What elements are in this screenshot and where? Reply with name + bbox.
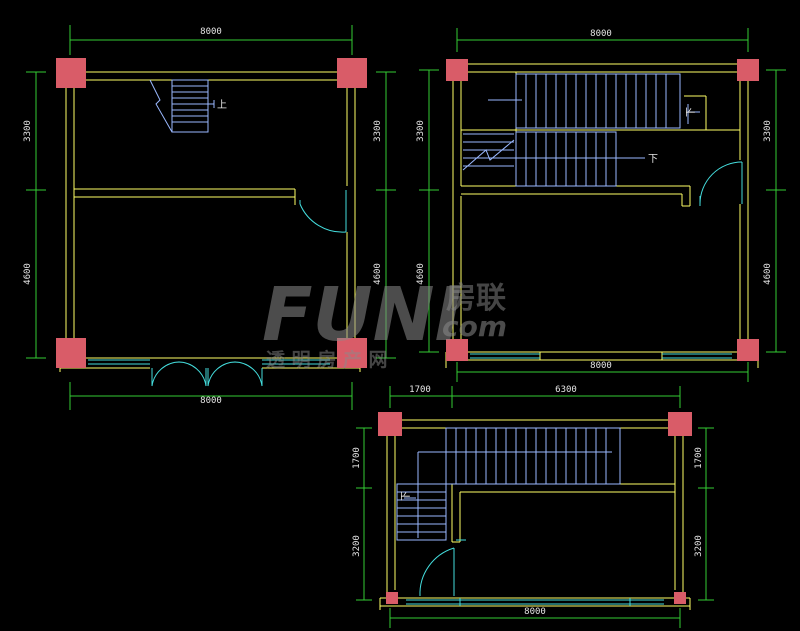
column <box>386 592 398 604</box>
watermark-cn-brand: 房联 <box>446 281 506 316</box>
plan-right-stair-label-down-2: 下 <box>686 107 697 117</box>
plan-bottom: 1700 6300 8000 1700 3200 1700 3200 <box>352 385 714 628</box>
column <box>674 592 686 604</box>
watermark-domain: com <box>442 310 507 343</box>
plan-bottom-dim-left-upper: 1700 <box>352 447 362 469</box>
plan-left-doors <box>151 190 347 387</box>
column <box>446 59 468 81</box>
plan-left-windows <box>88 359 330 365</box>
plan-right-dim-left-lower: 4600 <box>416 263 426 285</box>
watermark-brand: FUNI <box>262 272 462 358</box>
plan-right-doors <box>699 161 743 206</box>
plan-right-windows <box>470 353 732 359</box>
plan-right-dim-right-lower: 4600 <box>763 263 773 285</box>
column <box>337 58 367 88</box>
plan-left-dim-left-lower: 4600 <box>23 263 33 285</box>
plan-right-dim-bottom: 8000 <box>590 361 612 371</box>
plan-left-dim-top: 8000 <box>200 27 222 37</box>
watermark: FUNI 房联 com 透 明 房 产 网 <box>262 272 507 371</box>
plan-left-columns <box>56 58 367 368</box>
plan-left-stair-label: 上 <box>217 99 227 111</box>
plan-right-walls <box>445 63 759 368</box>
plan-left-dim-right-lower: 4600 <box>373 263 383 285</box>
plan-bottom-dim-right-lower: 3200 <box>694 535 704 557</box>
plan-bottom-dim-top-right: 6300 <box>555 385 577 395</box>
column <box>446 339 468 361</box>
column <box>337 338 367 368</box>
plan-right-stair <box>462 73 700 187</box>
column <box>56 58 86 88</box>
plan-right-stair-label-down: 下 <box>648 154 658 165</box>
column <box>668 412 692 436</box>
plan-bottom-dim-top-left: 1700 <box>409 385 431 395</box>
plan-bottom-dimensions <box>356 386 714 628</box>
column <box>737 339 759 361</box>
plan-right-dimensions <box>419 28 786 382</box>
plan-right-dim-left-upper: 3300 <box>416 120 426 142</box>
plan-left-dim-bottom: 8000 <box>200 396 222 406</box>
plan-bottom-dim-right-upper: 1700 <box>694 447 704 469</box>
plan-bottom-columns <box>378 412 692 604</box>
watermark-tagline: 透 明 房 产 网 <box>266 348 387 371</box>
column <box>56 338 86 368</box>
plan-right-dim-top: 8000 <box>590 29 612 39</box>
plan-left-dim-left-upper: 3300 <box>23 120 33 142</box>
plan-right: 8000 8000 3300 4600 3300 4600 <box>416 28 786 382</box>
plan-left-dim-right-upper: 3300 <box>373 120 383 142</box>
column <box>737 59 759 81</box>
plan-bottom-walls <box>379 419 691 610</box>
plan-left: 8000 8000 3300 4600 3300 4600 <box>23 25 396 410</box>
plan-bottom-dim-bottom: 8000 <box>524 607 546 617</box>
plan-bottom-doors <box>419 539 466 597</box>
plan-bottom-windows <box>406 598 664 606</box>
plan-bottom-stair-label-down: 下 <box>401 491 412 501</box>
plan-bottom-stair <box>396 427 621 541</box>
plan-left-stair <box>149 79 215 133</box>
plan-left-dimensions <box>26 25 396 410</box>
column <box>378 412 402 436</box>
plan-right-dim-right-upper: 3300 <box>763 120 773 142</box>
plan-bottom-dim-left-lower: 3200 <box>352 535 362 557</box>
plan-right-columns <box>446 59 759 361</box>
